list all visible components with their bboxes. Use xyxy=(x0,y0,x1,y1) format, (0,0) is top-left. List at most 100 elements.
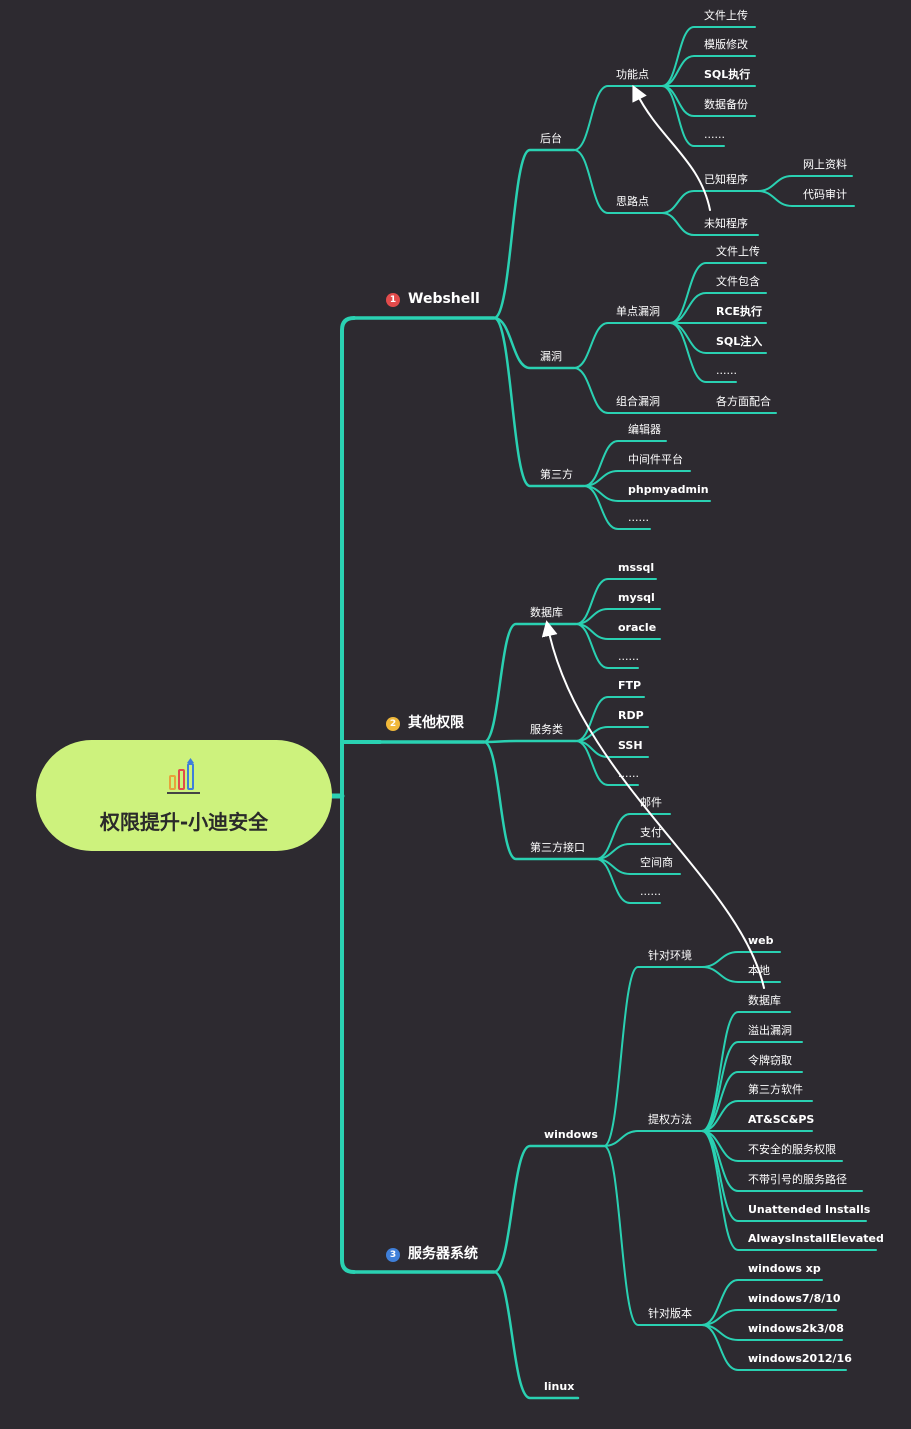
node-fangfa-4[interactable]: 第三方软件 xyxy=(748,1083,803,1096)
node-shujuku[interactable]: 数据库 xyxy=(530,606,563,619)
link-zuhe xyxy=(573,367,671,414)
node-yizhi[interactable]: 已知程序 xyxy=(704,173,748,186)
link-silu xyxy=(573,149,663,214)
link-shujuku-item-4 xyxy=(575,623,639,669)
node-fuwu-4[interactable]: ...... xyxy=(618,767,639,780)
node-shujuku-4[interactable]: ...... xyxy=(618,650,639,663)
node-disanfang-3[interactable]: phpmyadmin xyxy=(628,483,709,496)
branch-other-label: 其他权限 xyxy=(408,715,464,731)
badge-2: 2 xyxy=(386,717,400,731)
link-gongneng-item-2 xyxy=(661,55,756,87)
node-fangfa-8[interactable]: Unattended Installs xyxy=(748,1203,871,1216)
node-houtai[interactable]: 后台 xyxy=(540,132,562,145)
node-fangfa-1[interactable]: 数据库 xyxy=(748,994,781,1007)
link-yizhi xyxy=(661,190,759,214)
node-fangfa-9[interactable]: AlwaysInstallElevated xyxy=(748,1232,884,1245)
node-jiekou-1[interactable]: 邮件 xyxy=(640,796,662,809)
node-shujuku-2[interactable]: mysql xyxy=(618,591,655,604)
link-banben xyxy=(603,1145,703,1326)
node-weizhi[interactable]: 未知程序 xyxy=(704,217,748,230)
node-fuwu-1[interactable]: FTP xyxy=(618,679,642,692)
node-gongneng-2[interactable]: 模版修改 xyxy=(704,38,748,51)
node-fuwu[interactable]: 服务类 xyxy=(530,723,563,736)
link-disanfang xyxy=(492,316,586,488)
link-fangfa-item-4 xyxy=(701,1100,813,1132)
node-disanfang-1[interactable]: 编辑器 xyxy=(628,423,661,436)
node-fangfa-5[interactable]: AT&SC&PS xyxy=(748,1113,815,1126)
node-gongneng-3[interactable]: SQL执行 xyxy=(704,68,751,81)
node-dandian[interactable]: 单点漏洞 xyxy=(616,305,660,318)
link-weizhi xyxy=(661,212,759,236)
node-fangfa-2[interactable]: 溢出漏洞 xyxy=(748,1024,792,1037)
node-jiekou-2[interactable]: 支付 xyxy=(640,826,662,839)
node-dandian-2[interactable]: 文件包含 xyxy=(716,275,760,288)
node-banben-1[interactable]: windows xp xyxy=(748,1262,821,1275)
link-huanjing-item-2 xyxy=(701,966,781,983)
node-dandian-5[interactable]: ...... xyxy=(716,364,737,377)
link-gongneng xyxy=(573,85,663,151)
link-fangfa xyxy=(603,1130,703,1147)
node-huanjing[interactable]: 针对环境 xyxy=(648,949,692,962)
node-huanjing-2[interactable]: 本地 xyxy=(748,964,770,977)
node-fangfa-6[interactable]: 不安全的服务权限 xyxy=(748,1143,836,1156)
branch-webshell-label: Webshell xyxy=(408,291,480,307)
node-gongneng-1[interactable]: 文件上传 xyxy=(704,9,748,22)
link-jiekou-item-4 xyxy=(595,858,661,904)
node-dandian-3[interactable]: RCE执行 xyxy=(716,305,763,318)
node-fuwu-3[interactable]: SSH xyxy=(618,739,643,752)
node-gongneng-4[interactable]: 数据备份 xyxy=(704,98,748,111)
link-gongneng-item-5 xyxy=(661,85,725,147)
node-yizhi-2[interactable]: 代码审计 xyxy=(803,188,847,201)
link-dandian-item-1 xyxy=(669,262,767,324)
node-disanfang[interactable]: 第三方 xyxy=(540,468,573,481)
link-shujuku xyxy=(482,622,578,744)
link-fangfa-item-3 xyxy=(701,1071,803,1132)
link-dandian-item-5 xyxy=(669,322,737,383)
link-fuwu xyxy=(482,739,578,744)
link-huanjing xyxy=(603,966,703,1147)
node-jiekou-4[interactable]: ...... xyxy=(640,885,661,898)
node-loudong[interactable]: 漏洞 xyxy=(540,350,562,363)
link-linux xyxy=(492,1270,580,1400)
link-disanfang-item-4 xyxy=(583,485,651,530)
node-gongneng-5[interactable]: ...... xyxy=(704,128,725,141)
node-disanfang-4[interactable]: ...... xyxy=(628,511,649,524)
link-loudong xyxy=(492,316,576,370)
node-dandian-1[interactable]: 文件上传 xyxy=(716,245,760,258)
node-banben[interactable]: 针对版本 xyxy=(648,1307,692,1320)
node-silu[interactable]: 思路点 xyxy=(616,195,649,208)
node-fangfa-3[interactable]: 令牌窃取 xyxy=(748,1054,792,1067)
node-banben-4[interactable]: windows2012/16 xyxy=(748,1352,852,1365)
node-banben-3[interactable]: windows2k3/08 xyxy=(748,1322,844,1335)
node-fuwu-2[interactable]: RDP xyxy=(618,709,644,722)
node-zuhe[interactable]: 组合漏洞 xyxy=(616,395,660,408)
node-banben-2[interactable]: windows7/8/10 xyxy=(748,1292,841,1305)
node-jiekou-3[interactable]: 空间商 xyxy=(640,856,673,869)
node-fangfa-7[interactable]: 不带引号的服务路径 xyxy=(748,1173,847,1186)
branch-server[interactable]: 3 服务器系统 xyxy=(386,1245,478,1263)
node-zuhe-1[interactable]: 各方面配合 xyxy=(716,395,771,408)
branch-server-label: 服务器系统 xyxy=(408,1246,478,1262)
node-shujuku-3[interactable]: oracle xyxy=(618,621,657,634)
relation-arrow-weizhi-to-gongneng xyxy=(632,84,711,211)
link-fuwu-item-4 xyxy=(575,740,639,786)
node-huanjing-1[interactable]: web xyxy=(748,934,774,947)
node-windows[interactable]: windows xyxy=(544,1128,598,1141)
node-jiekou[interactable]: 第三方接口 xyxy=(530,841,585,854)
node-dandian-4[interactable]: SQL注入 xyxy=(716,335,763,348)
root-title: 权限提升-小迪安全 xyxy=(99,810,269,834)
bar-chart-icon xyxy=(167,758,200,794)
link-gongneng-item-1 xyxy=(661,26,756,87)
link-fangfa-item-9 xyxy=(701,1130,877,1251)
node-linux[interactable]: linux xyxy=(544,1380,575,1393)
root-node[interactable]: 权限提升-小迪安全 xyxy=(36,740,332,851)
link-banben-item-4 xyxy=(701,1324,847,1371)
node-gongneng[interactable]: 功能点 xyxy=(616,68,649,81)
node-shujuku-1[interactable]: mssql xyxy=(618,561,655,574)
node-fangfa[interactable]: 提权方法 xyxy=(648,1113,692,1126)
branch-other[interactable]: 2 其他权限 xyxy=(386,714,464,732)
badge-3: 3 xyxy=(386,1248,400,1262)
node-yizhi-1[interactable]: 网上资料 xyxy=(803,158,847,171)
node-disanfang-2[interactable]: 中间件平台 xyxy=(628,453,683,466)
